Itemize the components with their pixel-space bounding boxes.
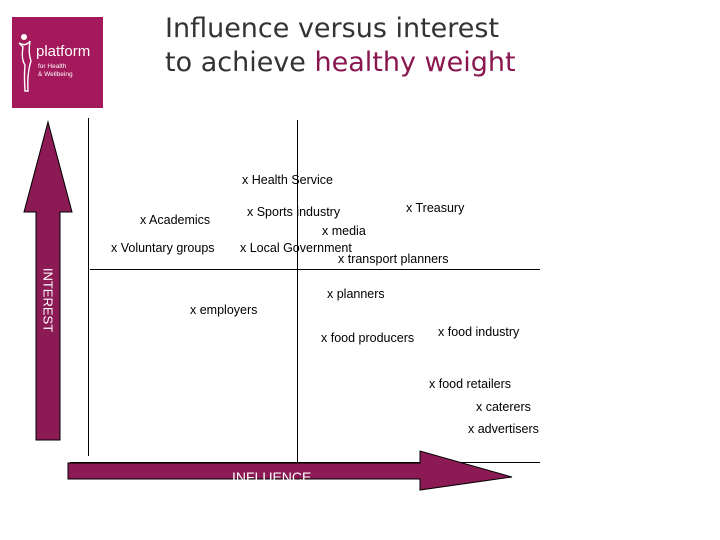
title-line-1: Influence versus interest (165, 13, 500, 44)
stakeholder-employers: x employers (190, 303, 258, 317)
stakeholder-voluntary-groups: x Voluntary groups (111, 241, 215, 255)
stakeholder-academics: x Academics (140, 213, 211, 227)
title-highlight: healthy weight (314, 47, 516, 78)
stakeholder-advertisers: x advertisers (468, 422, 539, 436)
stakeholder-food-industry: x food industry (438, 325, 520, 339)
stakeholder-media: x media (322, 224, 366, 238)
interest-label: INTEREST (40, 267, 56, 333)
center-vertical-line (297, 120, 298, 462)
platform-logo: platform for Health & Wellbeing (12, 17, 103, 108)
stakeholder-caterers: x caterers (476, 400, 531, 414)
figure-icon (18, 34, 32, 92)
influence-label: INFLUENCE (232, 469, 312, 485)
logo-wordmark: platform (36, 43, 91, 60)
stakeholder-sports-industry: x Sports industry (247, 205, 341, 219)
stakeholder-food-producers: x food producers (321, 331, 415, 345)
stakeholder-planners: x planners (327, 287, 385, 301)
title-line-2: to achieve healthy weight (165, 47, 516, 78)
stakeholder-transport-planners: x transport planners (338, 252, 449, 266)
center-horizontal-line (90, 269, 540, 270)
logo-subtitle: for Health & Wellbeing (38, 63, 73, 78)
stakeholder-health-service: x Health Service (242, 173, 334, 187)
stakeholder-treasury: x Treasury (406, 201, 465, 215)
stakeholder-food-retailers: x food retailers (429, 377, 511, 391)
slide-title: Influence versus interest to achieve hea… (165, 12, 516, 80)
left-axis-line (88, 118, 89, 456)
stakeholder-local-government: x Local Government (240, 241, 352, 255)
